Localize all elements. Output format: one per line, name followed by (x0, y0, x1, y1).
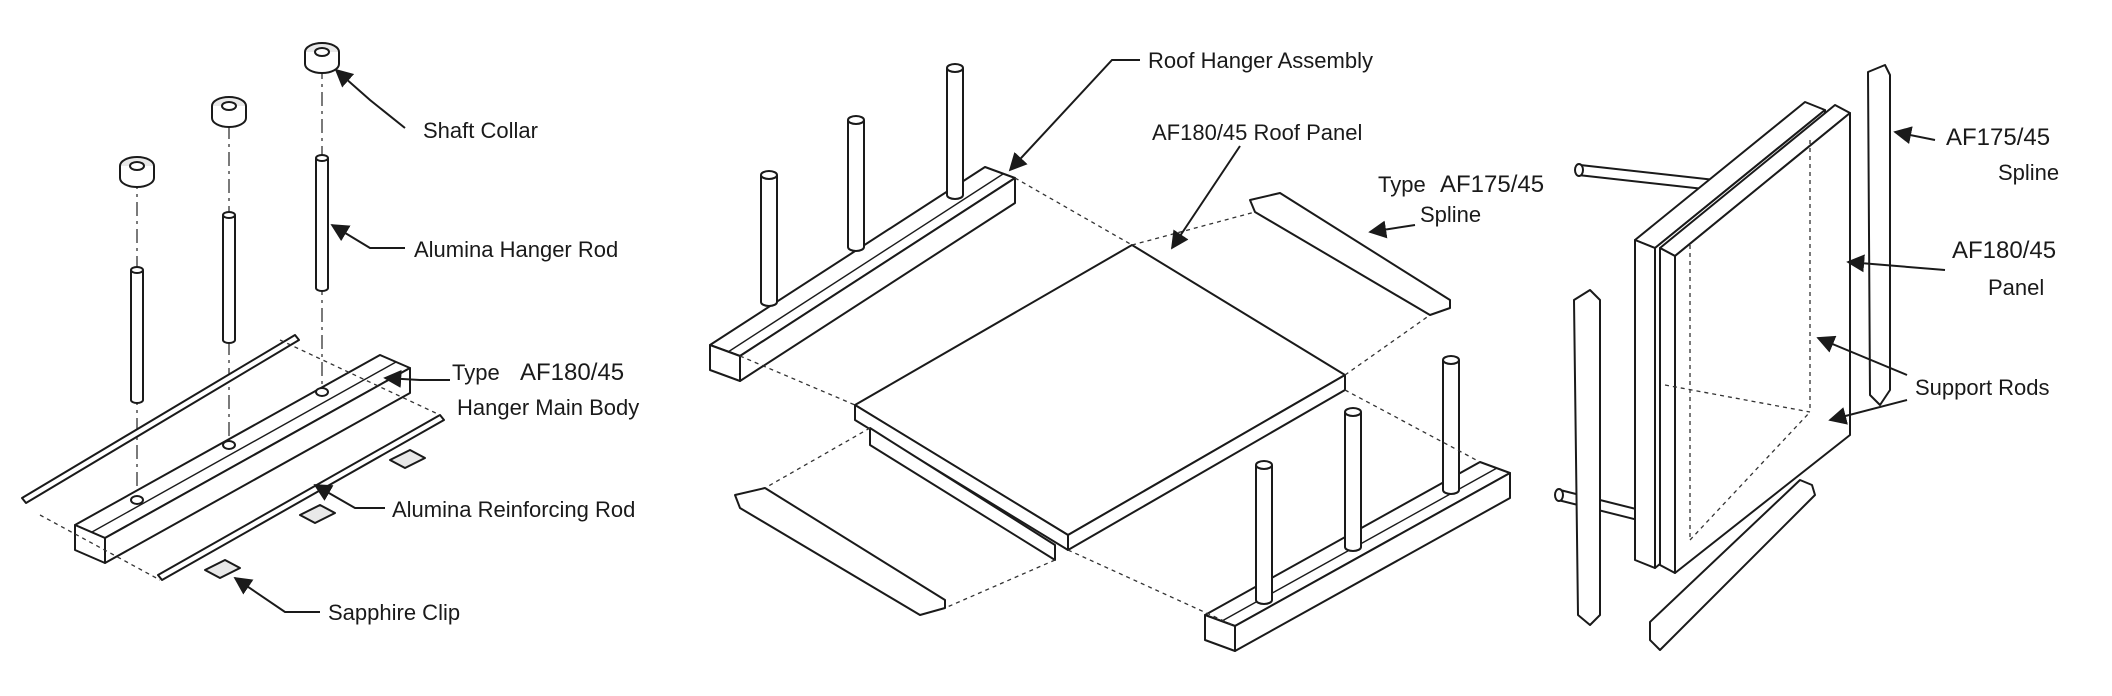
label-c-panel-model: AF180/45 (1952, 237, 2056, 264)
figure-vertical-panel: AF175/45 Spline AF180/45 Panel Support R… (1554, 64, 2059, 651)
label-sapphire-clip: Sapphire Clip (328, 600, 460, 625)
vertical-panel-icon (1634, 101, 1851, 574)
label-support-rods: Support Rods (1915, 375, 2050, 400)
shaft-collar-icon (119, 42, 340, 188)
label-c-spline-model: AF175/45 (1946, 124, 2050, 151)
hanger-rod-icon (130, 154, 329, 404)
sapphire-clip-icon (204, 449, 426, 579)
roof-panel-icon (854, 244, 1346, 561)
lower-hanger-assembly-icon (1204, 355, 1511, 652)
label-roof-hanger-assembly: Roof Hanger Assembly (1148, 48, 1373, 73)
reinforcing-rod-icon (21, 334, 445, 581)
label-c-spline: Spline (1998, 160, 2059, 185)
roof-hanger-assembly-icon (709, 63, 1016, 382)
label-spline: Spline (1420, 202, 1481, 227)
label-roof-panel: AF180/45 Roof Panel (1152, 120, 1362, 145)
figure-hanger-exploded: Shaft Collar Alumina Hanger Rod Type AF1… (21, 42, 639, 625)
spline-icon (734, 192, 1451, 616)
label-spline-type: Type (1378, 172, 1426, 197)
label-spline-model: AF175/45 (1440, 171, 1544, 198)
label-alumina-hanger-rod: Alumina Hanger Rod (414, 237, 618, 262)
label-hanger-main-body: Hanger Main Body (457, 395, 639, 420)
label-model-af180: AF180/45 (520, 359, 624, 386)
hanger-main-body-icon (74, 354, 411, 564)
vertical-spline-icon (1573, 64, 1891, 651)
label-alumina-reinforcing-rod: Alumina Reinforcing Rod (392, 497, 635, 522)
label-c-panel: Panel (1988, 275, 2044, 300)
label-type: Type (452, 360, 500, 385)
figure-roof-assembly: Roof Hanger Assembly AF180/45 Roof Panel… (709, 48, 1544, 652)
label-shaft-collar: Shaft Collar (423, 118, 538, 143)
